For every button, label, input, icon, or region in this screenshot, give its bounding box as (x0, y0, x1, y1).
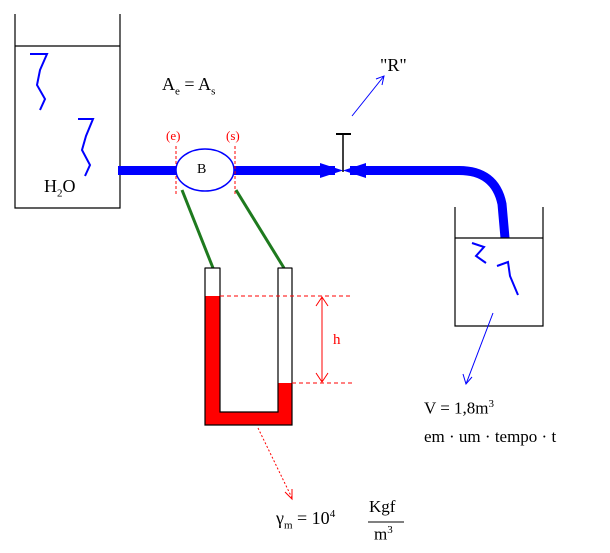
manometer-links (180, 189, 286, 269)
pump-label: B (197, 162, 207, 177)
valve-label: "R" (380, 55, 407, 75)
gamma-label: γm = 104 (276, 508, 336, 532)
volume-pointer (462, 312, 494, 386)
gamma-pointer (257, 427, 293, 501)
left-reservoir (14, 14, 121, 209)
area-equality: Ae = As (162, 74, 216, 98)
section-in-label: (e) (166, 128, 181, 143)
manometer (204, 267, 293, 426)
valve-pointer (351, 75, 385, 117)
water-squiggles-right (471, 242, 519, 296)
volume-label: V = 1,8m3 (424, 398, 495, 418)
height-indicator (220, 295, 352, 384)
section-markers (175, 146, 236, 194)
time-label: em · um · tempo · t (424, 427, 557, 446)
height-label: h (333, 332, 341, 348)
pipe (118, 165, 510, 239)
collection-tank (454, 207, 544, 327)
fraction-numerator: Kgf (369, 497, 396, 516)
section-out-label: (s) (226, 128, 240, 143)
valve (320, 133, 366, 178)
water-label: H2O (44, 176, 76, 200)
fraction-denominator: m3 (374, 524, 393, 544)
pump-body (175, 148, 235, 192)
water-squiggles-left (30, 53, 95, 177)
